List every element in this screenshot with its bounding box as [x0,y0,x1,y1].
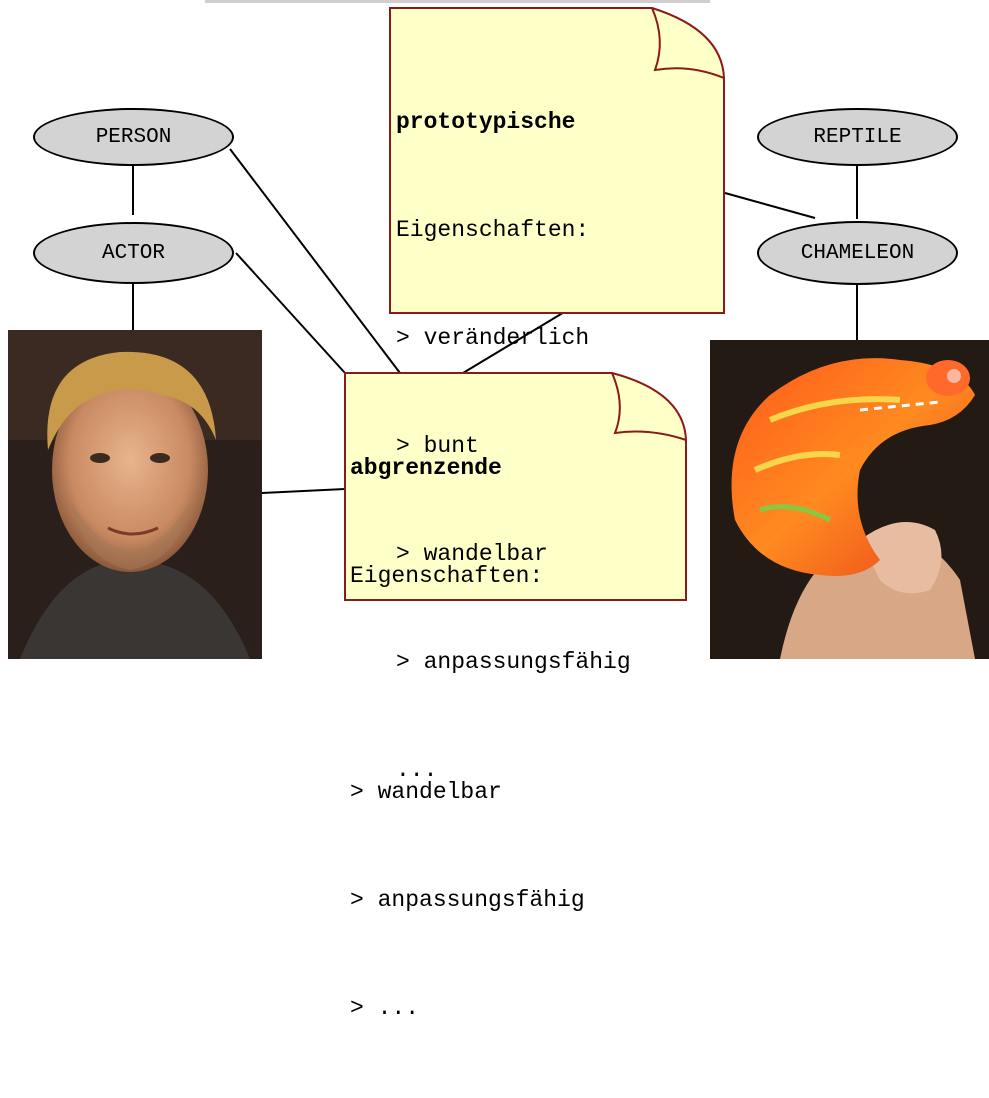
chameleon-photo [710,340,989,659]
note-prototypical-line: Eigenschaften: [396,217,590,243]
node-chameleon: CHAMELEON [757,221,958,285]
note-distinguishing-line: > wandelbar [350,779,502,805]
note-distinguishing-line [350,666,585,702]
diagram-canvas: PERSON ACTOR REPTILE CHAMELEON prototypi… [8,0,989,1021]
note-prototypical-heading: prototypische [396,109,576,135]
edges [132,148,858,494]
node-reptile-label: REPTILE [813,125,902,149]
note-distinguishing-line: > ... [350,995,420,1021]
node-actor-label: ACTOR [101,241,165,265]
node-person: PERSON [33,108,234,166]
note-prototypical-shape [389,7,725,314]
actor-photo [8,330,262,659]
edge-prototypical-distinguishing [462,310,567,374]
note-prototypical-line: > bunt [396,433,479,459]
note-distinguishing: abgrenzende Eigenschaften: > wandelbar >… [350,378,585,1098]
edge-photo-distinguishing [261,488,346,494]
note-distinguishing-line: > anpassungsfähig [350,887,585,913]
note-prototypical-line: > wandelbar [396,541,548,567]
note-distinguishing-shape [344,372,687,601]
edge-actor-distinguishing [235,252,346,374]
node-actor: ACTOR [33,222,234,284]
note-prototypical-line: > veränderlich [396,325,590,351]
top-divider [205,0,710,3]
edge-prototypical-chameleon [724,192,816,219]
edge-person-distinguishing [229,148,401,374]
node-person-label: PERSON [95,125,172,149]
node-chameleon-label: CHAMELEON [800,241,915,265]
node-reptile: REPTILE [757,108,958,166]
note-distinguishing-heading: abgrenzende [350,455,502,481]
note-distinguishing-line: Eigenschaften: [350,563,544,589]
diagram-svg [8,7,989,659]
